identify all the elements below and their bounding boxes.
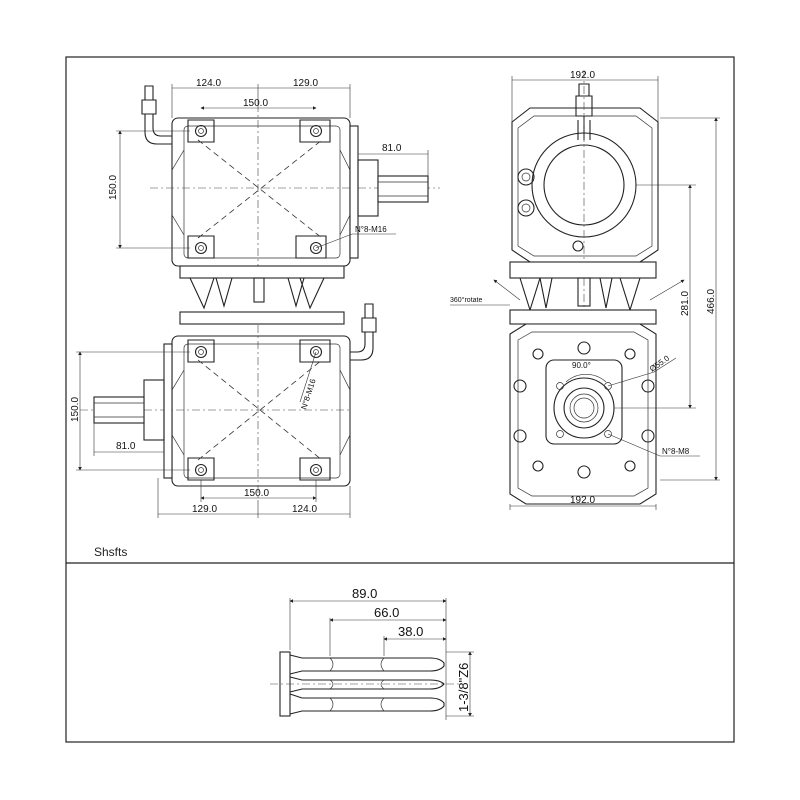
dim-129-bottom: 129.0 — [192, 504, 217, 515]
bolt-lug — [187, 339, 215, 363]
dim-150-top-inner: 150.0 — [243, 98, 268, 109]
bolt-lug — [299, 339, 331, 363]
side-view-bottom: 150.0 81.0 N°8-M16 150.0 129.0 124.0 — [70, 303, 377, 518]
bolt-note-front: N°8-M8 — [662, 447, 690, 456]
spline-label: 1-3/8"Z6 — [456, 663, 471, 712]
drawing-frame — [65, 56, 735, 743]
dim-129-top: 129.0 — [293, 78, 318, 89]
dim-150-bottom-inner: 150.0 — [244, 488, 269, 499]
bolt-note-top: N°8-M16 — [355, 225, 387, 234]
bolt-lug — [295, 235, 327, 259]
bolt-lug — [187, 119, 215, 143]
bolt-lug — [187, 457, 215, 481]
bolt-lug — [299, 457, 331, 481]
dim-124-bottom: 124.0 — [292, 504, 317, 515]
dim-192-top: 192.0 — [570, 70, 595, 81]
dim-66: 66.0 — [374, 605, 399, 620]
bolt-lug — [299, 119, 331, 143]
dim-150-vertical-bottom: 150.0 — [70, 397, 81, 422]
bolt-lug — [187, 235, 215, 259]
front-view: 360°rotate 90.0° Ø55.0 — [450, 70, 720, 510]
dim-466: 466.0 — [706, 289, 717, 314]
angle-label: 90.0° — [572, 361, 591, 370]
bolt-hole-ring — [513, 341, 655, 479]
dim-150-vertical-top: 150.0 — [108, 175, 119, 200]
section-label: Shsfts — [94, 545, 127, 559]
dim-81-bottom: 81.0 — [116, 441, 136, 452]
dim-192-bottom: 192.0 — [570, 495, 595, 506]
side-view-top: 124.0 129.0 150.0 150.0 81.0 N°8-M16 — [108, 78, 440, 310]
dim-81-top: 81.0 — [382, 143, 402, 154]
rotate-note: 360°rotate — [450, 296, 482, 304]
dim-124-top: 124.0 — [196, 78, 221, 89]
shaft-detail: 89.0 66.0 38.0 1-3/8"Z6 — [270, 586, 474, 720]
dim-89: 89.0 — [352, 586, 377, 601]
dim-38: 38.0 — [398, 624, 423, 639]
dim-281: 281.0 — [680, 291, 691, 316]
